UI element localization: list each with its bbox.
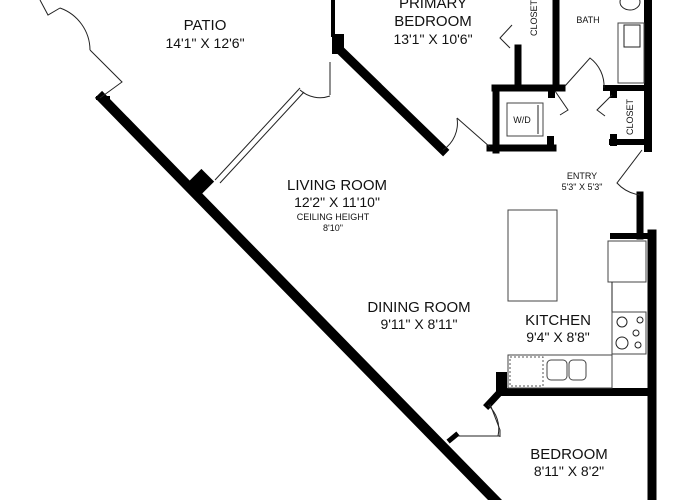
walls	[94, 0, 657, 500]
fixtures	[506, 0, 647, 389]
living-room-dims: 12'2" X 11'10"	[294, 194, 380, 210]
toilet	[619, 0, 641, 11]
bath-label: BATH	[576, 15, 599, 25]
doors	[39, 0, 643, 437]
bedroom-label: BEDROOM	[530, 446, 608, 463]
primary-bedroom-label-2: BEDROOM	[394, 13, 472, 30]
stove	[611, 311, 647, 355]
patio-label: PATIO	[184, 17, 227, 34]
kitchen-sink	[546, 359, 568, 381]
primary-bedroom-dims: 13'1" X 10'6"	[393, 31, 472, 47]
ceiling-height-label: CEILING HEIGHT	[297, 212, 370, 222]
refrigerator	[607, 240, 647, 283]
entry-dims: 5'3" X 5'3"	[562, 182, 603, 192]
room-labels: PATIO 14'1" X 12'6" PRIMARY BEDROOM 13'1…	[165, 0, 635, 479]
washer-dryer	[506, 102, 544, 137]
dining-room-label: DINING ROOM	[367, 299, 470, 316]
living-room-label: LIVING ROOM	[287, 177, 387, 194]
kitchen-island	[507, 209, 558, 302]
bedroom-dims: 8'11" X 8'2"	[534, 463, 604, 479]
ceiling-height-value: 8'10"	[323, 223, 343, 233]
patio-dims: 14'1" X 12'6"	[165, 35, 244, 51]
primary-closet-label: CLOSET	[529, 0, 539, 36]
entry-closet-label: CLOSET	[625, 98, 635, 135]
dishwasher	[509, 356, 544, 387]
kitchen-dims: 9'4" X 8'8"	[526, 329, 590, 345]
entry-label: ENTRY	[567, 171, 597, 181]
dining-room-dims: 9'11" X 8'11"	[380, 316, 457, 332]
washer-dryer-label: W/D	[513, 115, 531, 125]
kitchen-label: KITCHEN	[525, 312, 591, 329]
primary-bedroom-label-1: PRIMARY	[399, 0, 467, 12]
